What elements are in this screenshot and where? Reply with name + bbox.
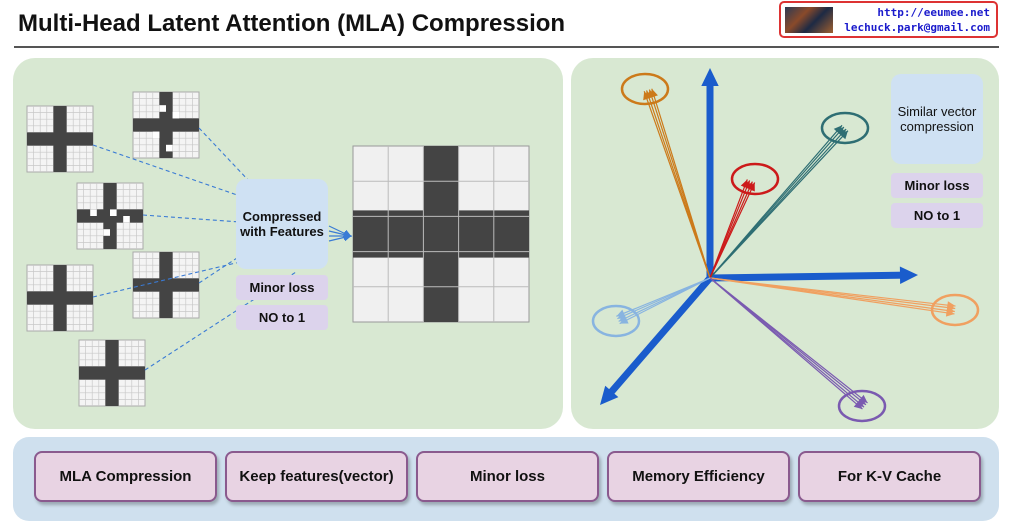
compression-arrow <box>328 233 352 242</box>
dashed-connector <box>198 255 241 284</box>
chip-label: Keep features(vector) <box>239 468 394 485</box>
left-minor-loss-box: Minor loss <box>236 275 328 300</box>
left-no-to-one-box: NO to 1 <box>236 305 328 330</box>
page-title: Multi-Head Latent Attention (MLA) Compre… <box>18 10 566 37</box>
vector-cluster <box>709 162 780 279</box>
dashed-connector <box>198 127 251 183</box>
compressed-features-box: Compressed with Features <box>236 179 328 269</box>
cluster-ellipse <box>837 389 887 423</box>
logo-url[interactable]: http://eeumee.net <box>877 6 990 19</box>
axis-arrowhead <box>701 68 719 87</box>
vector-cluster <box>591 277 711 338</box>
cluster-ellipse <box>591 304 641 338</box>
cross-thumbnail <box>26 264 94 332</box>
vector-cluster <box>709 277 887 423</box>
cluster-ellipse <box>930 293 980 327</box>
chip-label: For K-V Cache <box>837 468 942 485</box>
cluster-ellipse <box>730 162 780 196</box>
chip-label: Minor loss <box>469 468 545 485</box>
similar-vector-label: Similar vector compression <box>897 104 977 134</box>
chip-minor-loss: Minor loss <box>416 451 599 502</box>
axis-line <box>604 274 714 400</box>
cluster-ellipse <box>620 72 670 106</box>
dashed-connector <box>92 144 241 197</box>
axis-line <box>706 271 910 282</box>
vector-cluster <box>709 277 980 327</box>
cluster-ellipse <box>820 111 870 145</box>
left-minor-loss-label: Minor loss <box>249 280 315 295</box>
axis-arrowhead <box>899 266 918 284</box>
title-divider <box>14 46 999 48</box>
chip-keep-features: Keep features(vector) <box>225 451 408 502</box>
cross-thumbnail <box>76 182 144 250</box>
similar-vector-box: Similar vector compression <box>891 74 983 164</box>
right-no-to-one-label: NO to 1 <box>913 208 961 223</box>
right-minor-loss-label: Minor loss <box>904 178 970 193</box>
chip-kv-cache: For K-V Cache <box>798 451 981 502</box>
right-no-to-one-box: NO to 1 <box>891 203 983 228</box>
chip-label: MLA Compression <box>59 468 192 485</box>
compressed-features-label: Compressed with Features <box>240 209 324 239</box>
cross-thumbnail <box>78 339 146 407</box>
logo-badge: http://eeumee.net lechuck.park@gmail.com <box>779 1 998 38</box>
compressed-cross-grid <box>352 145 530 323</box>
right-minor-loss-box: Minor loss <box>891 173 983 198</box>
compression-arrow <box>328 225 352 238</box>
logo-image <box>785 7 833 33</box>
vector-cluster <box>709 111 870 279</box>
chip-mla-compression: MLA Compression <box>34 451 217 502</box>
compression-arrow <box>328 230 352 239</box>
left-no-to-one-label: NO to 1 <box>258 310 306 325</box>
axis-arrowhead <box>600 385 619 405</box>
vector-cluster <box>620 72 711 279</box>
chip-label: Memory Efficiency <box>632 468 765 485</box>
cross-thumbnail <box>26 105 94 173</box>
dashed-connector <box>142 214 241 223</box>
logo-email[interactable]: lechuck.park@gmail.com <box>844 21 990 34</box>
chip-memory-efficiency: Memory Efficiency <box>607 451 790 502</box>
cross-thumbnail <box>132 91 200 159</box>
